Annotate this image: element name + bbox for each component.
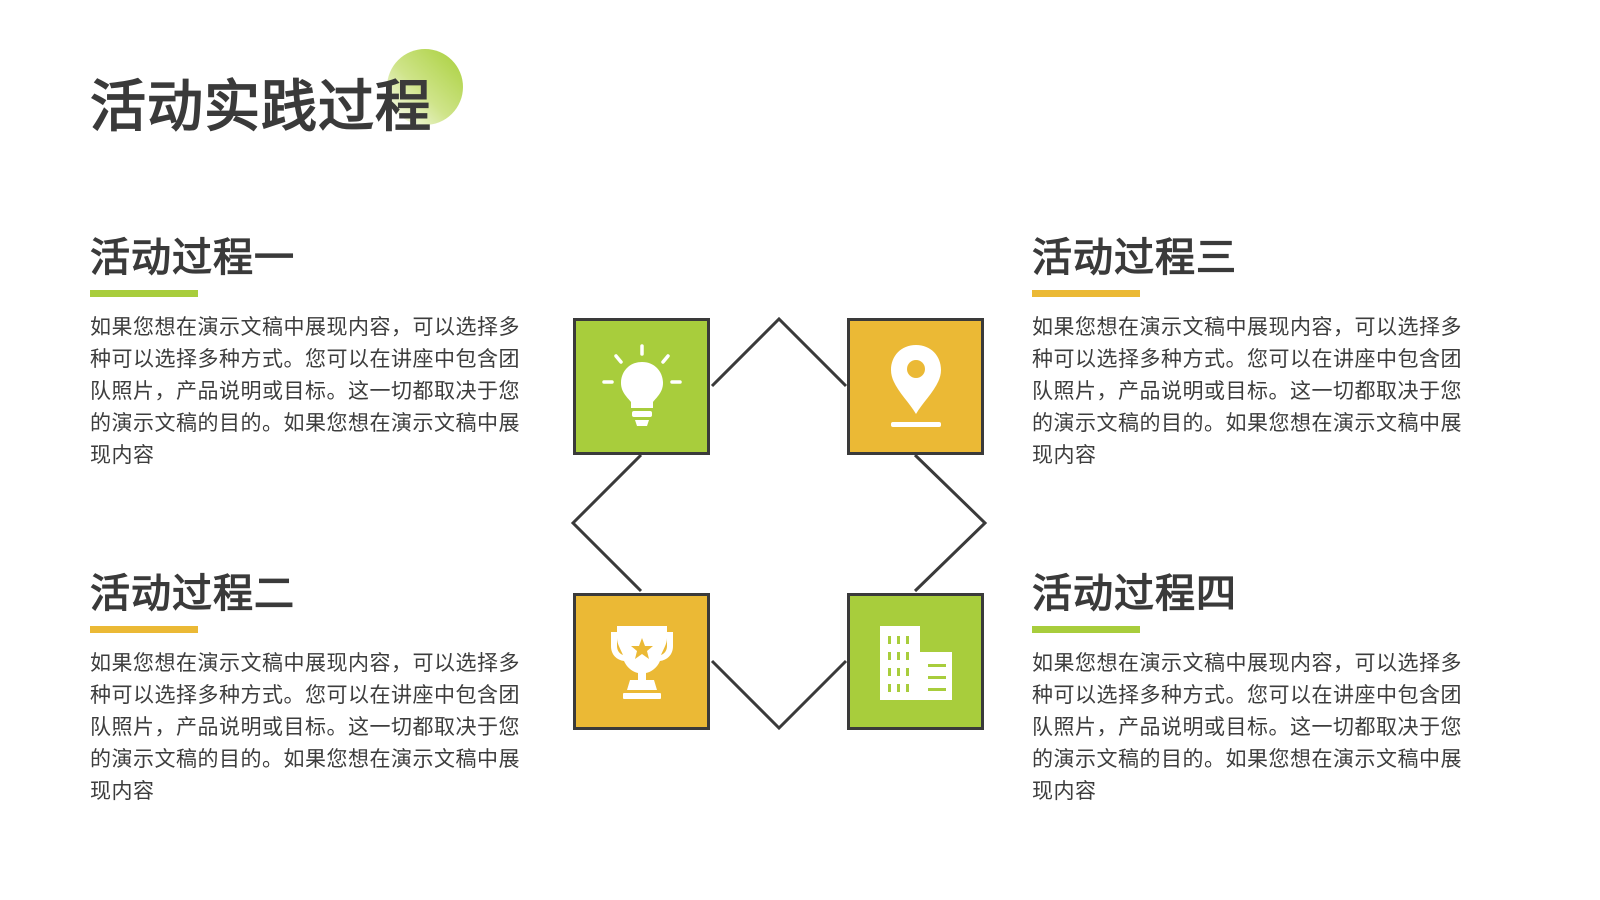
building-icon [879, 625, 952, 700]
connector-top [710, 316, 848, 388]
connector-bottom [710, 659, 848, 731]
heading-underline [1032, 290, 1140, 297]
heading-underline [1032, 626, 1140, 633]
tile-location [847, 318, 984, 455]
heading-underline [90, 626, 198, 633]
process-description: 如果您想在演示文稿中展现内容，可以选择多种可以选择多种方式。您可以在讲座中包含团… [90, 315, 520, 467]
heading-underline [90, 290, 198, 297]
page-title: 活动实践过程 [90, 75, 432, 140]
connector-left [570, 453, 643, 593]
tile-building [847, 593, 984, 730]
process-block-2: 活动过程二 如果您想在演示文稿中展现内容，可以选择多种可以选择多种方式。您可以在… [90, 571, 540, 807]
process-description: 如果您想在演示文稿中展现内容，可以选择多种可以选择多种方式。您可以在讲座中包含团… [90, 651, 520, 803]
process-block-3: 活动过程三 如果您想在演示文稿中展现内容，可以选择多种可以选择多种方式。您可以在… [1032, 235, 1482, 471]
title-decoration-circle [387, 49, 463, 125]
lightbulb-icon [601, 343, 682, 426]
process-heading: 活动过程一 [90, 235, 295, 281]
process-block-4: 活动过程四 如果您想在演示文稿中展现内容，可以选择多种可以选择多种方式。您可以在… [1032, 571, 1482, 807]
tile-trophy [573, 593, 710, 730]
location-pin-icon [890, 344, 941, 427]
process-block-1: 活动过程一 如果您想在演示文稿中展现内容，可以选择多种可以选择多种方式。您可以在… [90, 235, 540, 471]
process-description: 如果您想在演示文稿中展现内容，可以选择多种可以选择多种方式。您可以在讲座中包含团… [1032, 315, 1462, 467]
tile-lightbulb [573, 318, 710, 455]
trophy-icon [610, 625, 673, 699]
process-heading: 活动过程三 [1032, 235, 1237, 281]
process-heading: 活动过程四 [1032, 571, 1237, 617]
process-description: 如果您想在演示文稿中展现内容，可以选择多种可以选择多种方式。您可以在讲座中包含团… [1032, 651, 1462, 803]
connector-right [913, 453, 988, 593]
process-heading: 活动过程二 [90, 571, 295, 617]
